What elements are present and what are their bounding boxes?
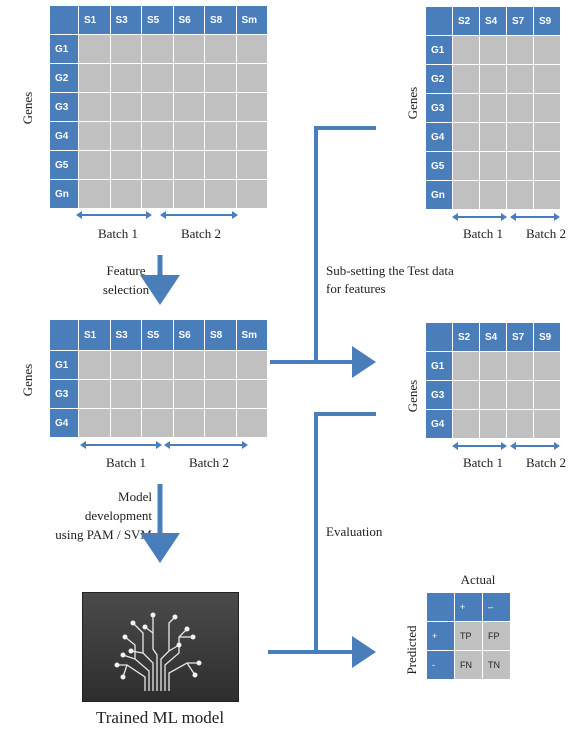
sample-header: S6 — [172, 5, 205, 35]
true-negative-cell: TN — [482, 650, 511, 680]
evaluation-label: Evaluation — [326, 524, 383, 539]
matrix-corner — [425, 322, 453, 352]
gene-header: G4 — [49, 121, 79, 151]
feature-selection-line2: selection — [102, 282, 150, 297]
batch1-label: Batch 1 — [462, 226, 504, 241]
gene-header: G5 — [49, 150, 79, 180]
sample-header: S3 — [109, 5, 142, 35]
genes-axis-label: Genes — [405, 379, 420, 413]
gene-header: G4 — [49, 408, 79, 438]
actual-label: Actual — [460, 572, 496, 587]
model-dev-line3: using PAM / SVM — [55, 527, 152, 542]
gene-header: G4 — [425, 409, 453, 439]
sample-header: S1 — [78, 5, 111, 35]
test-matrix-full: S2 S4 S7 S9 G1 G2 G3 G4 G5 Gn — [425, 6, 561, 210]
gene-header: G3 — [49, 92, 79, 122]
batch1-label: Batch 1 — [462, 455, 504, 470]
gene-header: G2 — [49, 63, 79, 93]
model-development-label: Model development using PAM / SVM — [20, 487, 152, 544]
model-dev-line1: Model — [118, 489, 152, 504]
predicted-label: Predicted — [404, 625, 419, 675]
gene-header: G1 — [49, 34, 79, 64]
sample-header: S6 — [172, 319, 205, 351]
sample-header: S8 — [204, 319, 237, 351]
train-matrix-full: S1 S3 S5 S6 S8 Sm G1 G2 G3 G4 G5 Gn — [49, 5, 268, 209]
gene-header: G1 — [425, 351, 453, 381]
sample-header: S9 — [533, 322, 561, 352]
gene-header: Gn — [425, 180, 453, 210]
sample-header: S7 — [506, 6, 534, 36]
batch2-label: Batch 2 — [525, 455, 567, 470]
subsetting-line1: Sub-setting the Test data — [326, 263, 454, 278]
sample-header: S5 — [141, 319, 174, 351]
sample-header: S1 — [78, 319, 111, 351]
predicted-negative-header: - — [426, 650, 455, 680]
sample-header: S8 — [204, 5, 237, 35]
feature-selection-line1: Feature — [106, 263, 146, 278]
subsetting-line2: for features — [326, 281, 386, 296]
sample-header: S4 — [479, 322, 507, 352]
false-positive-cell: FP — [482, 621, 511, 651]
gene-header: G1 — [49, 350, 79, 380]
sample-header: S5 — [141, 5, 174, 35]
sample-header: S2 — [452, 6, 480, 36]
true-positive-cell: TP — [454, 621, 483, 651]
actual-positive-header: + — [454, 592, 483, 622]
subsetting-connector — [314, 126, 376, 362]
feature-selection-label: Feature selection — [90, 261, 162, 299]
confusion-matrix: + – + TP FP - FN TN — [426, 592, 511, 680]
subsetting-label: Sub-setting the Test data for features — [326, 262, 454, 298]
matrix-corner — [49, 319, 79, 351]
sample-header: Sm — [235, 319, 268, 351]
gene-header: G4 — [425, 122, 453, 152]
confusion-corner — [426, 592, 455, 622]
genes-axis-label: Genes — [20, 91, 35, 125]
circuit-tree-icon — [114, 612, 202, 691]
model-dev-line2: development — [84, 508, 152, 523]
batch2-label: Batch 2 — [180, 226, 222, 241]
trained-model-caption: Trained ML model — [95, 708, 225, 727]
gene-header: G5 — [425, 151, 453, 181]
sample-header: Sm — [235, 5, 268, 35]
actual-negative-header: – — [482, 592, 511, 622]
gene-header: G3 — [425, 93, 453, 123]
train-matrix-selected: S1 S3 S5 S6 S8 Sm G1 G3 G4 — [49, 319, 268, 438]
gene-header: G1 — [425, 35, 453, 65]
test-matrix-selected: S2 S4 S7 S9 G1 G3 G4 — [425, 322, 561, 439]
batch1-label: Batch 1 — [97, 226, 139, 241]
sample-header: S2 — [452, 322, 480, 352]
trained-model-image — [82, 592, 239, 702]
gene-header: G3 — [425, 380, 453, 410]
genes-axis-label: Genes — [405, 86, 420, 120]
genes-axis-label: Genes — [20, 363, 35, 397]
batch1-label: Batch 1 — [105, 455, 147, 470]
sample-header: S7 — [506, 322, 534, 352]
gene-header: Gn — [49, 179, 79, 209]
false-negative-cell: FN — [454, 650, 483, 680]
batch2-label: Batch 2 — [188, 455, 230, 470]
sample-header: S9 — [533, 6, 561, 36]
predicted-positive-header: + — [426, 621, 455, 651]
matrix-corner — [49, 5, 79, 35]
sample-header: S3 — [109, 319, 142, 351]
gene-header: G2 — [425, 64, 453, 94]
gene-header: G3 — [49, 379, 79, 409]
batch2-label: Batch 2 — [525, 226, 567, 241]
matrix-corner — [425, 6, 453, 36]
sample-header: S4 — [479, 6, 507, 36]
